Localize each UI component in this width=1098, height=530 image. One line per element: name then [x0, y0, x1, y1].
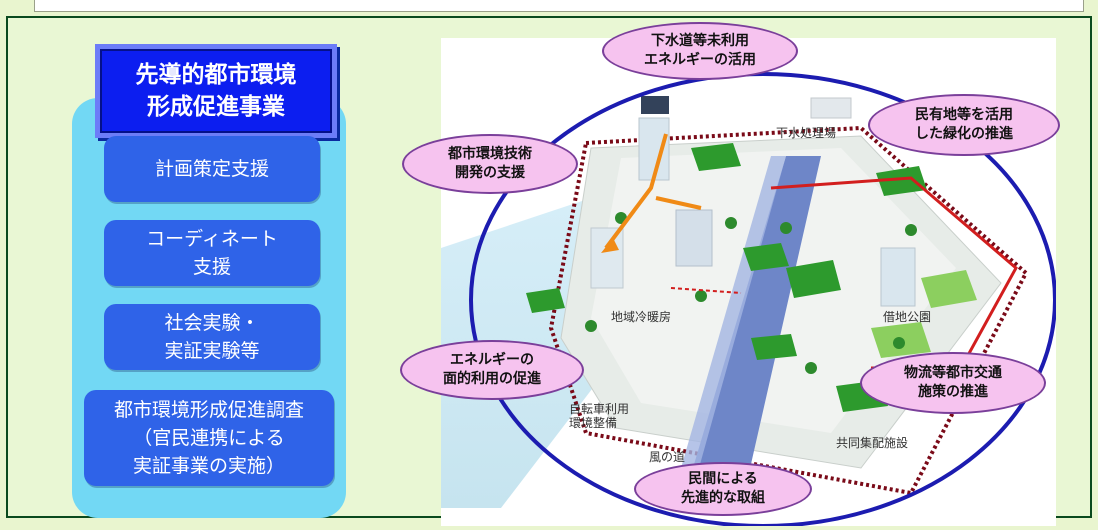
- promotion-survey-button[interactable]: 都市環境形成促進調査 （官民連携による 実証事業の実施）: [84, 390, 334, 486]
- green-roof-1: [691, 143, 741, 171]
- green-roof-3: [876, 166, 927, 196]
- program-title: 先導的都市環境 形成促進事業: [95, 44, 337, 138]
- solar-panel: [641, 96, 669, 114]
- energy-arrow-2: [655, 196, 702, 210]
- building-2: [675, 209, 713, 267]
- wind-path-road: [681, 156, 821, 508]
- sewage-plant-building: [810, 97, 852, 119]
- diagram-frame: 先導的都市環境 形成促進事業 計画策定支援 コーディネート 支援 社会実験・ 実…: [6, 16, 1092, 528]
- building-4: [590, 227, 624, 289]
- road-edge: [681, 156, 786, 468]
- district-boundary: [548, 125, 1029, 496]
- label-joint-delivery: 共同集配施設: [836, 436, 909, 450]
- label-dhc: 地域冷暖房: [611, 310, 672, 324]
- park-1: [921, 270, 977, 308]
- label-bike-environment: 自転車利用 環境整備: [569, 402, 630, 430]
- plan-support-button[interactable]: 計画策定支援: [104, 136, 320, 202]
- label-sewage-plant: 下水処理場: [776, 126, 837, 140]
- building-1: [638, 117, 670, 181]
- green-roof-4: [786, 260, 841, 298]
- bubble-private-greening: 民有地等を活用 した緑化の推進: [868, 94, 1060, 156]
- bubble-logistics: 物流等都市交通 施策の推進: [860, 352, 1046, 414]
- green-roof-2: [743, 243, 789, 271]
- bubble-private-initiative: 民間による 先進的な取組: [634, 462, 812, 516]
- energy-arrow-1: [604, 133, 668, 250]
- label-borrowed-park: 借地公園: [883, 310, 932, 324]
- green-roof-5: [526, 288, 565, 313]
- bubble-area-energy: エネルギーの 面的利用の促進: [400, 340, 584, 400]
- label-wind-path: 風の道: [649, 450, 686, 464]
- green-roof-6: [751, 334, 797, 360]
- building-3: [880, 247, 916, 307]
- bubble-tech-development: 都市環境技術 開発の支援: [402, 134, 578, 194]
- bubble-sewage-energy: 下水道等未利用 エネルギーの活用: [602, 22, 798, 80]
- top-strip: [34, 0, 1084, 12]
- coordinate-support-button[interactable]: コーディネート 支援: [104, 220, 320, 286]
- social-experiment-button[interactable]: 社会実験・ 実証実験等: [104, 304, 320, 370]
